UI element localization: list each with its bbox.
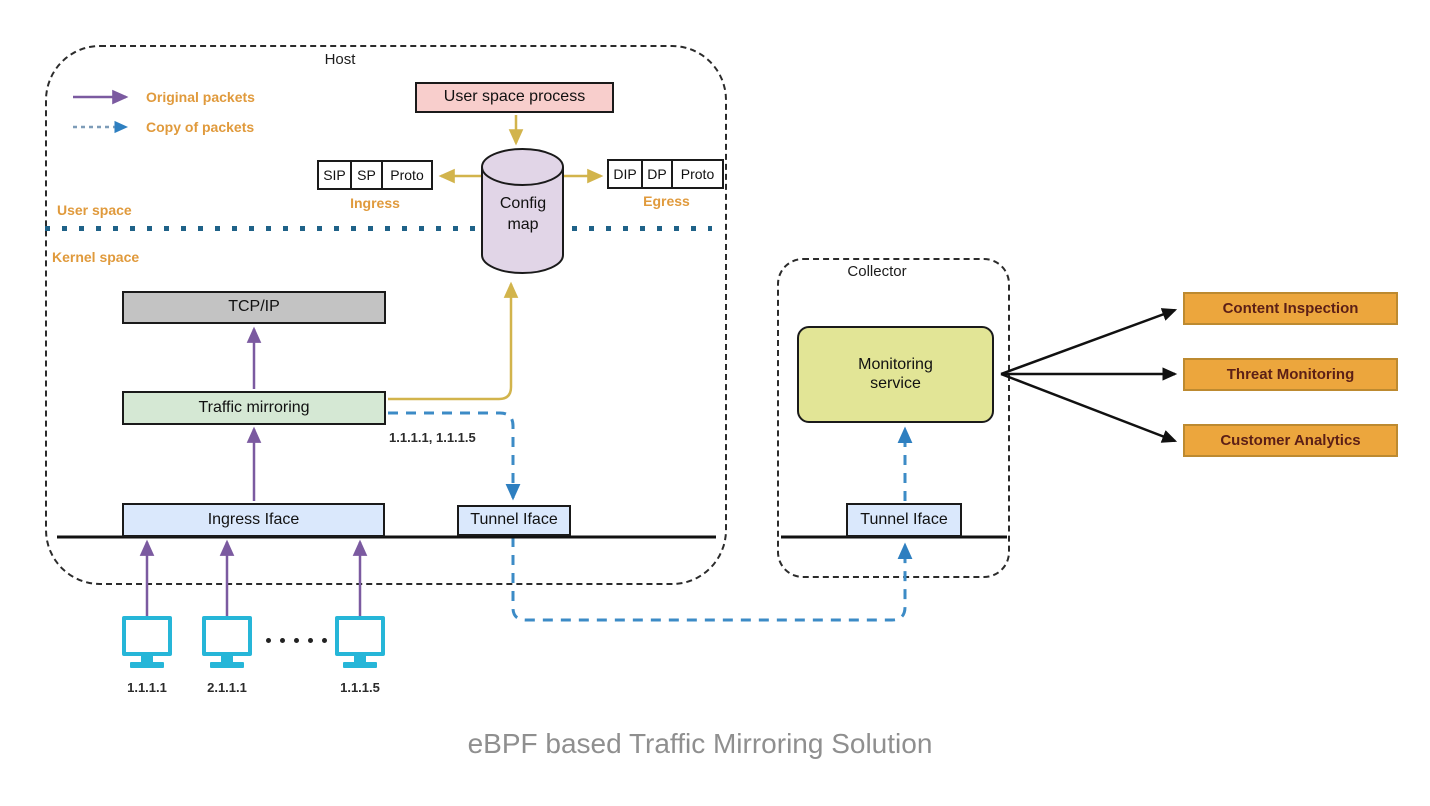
client-ip-1: 1.1.1.1 <box>127 680 167 695</box>
kernel-space-label: Kernel space <box>52 249 140 265</box>
egress-map-cell-dp: DP <box>641 159 673 189</box>
egress-map-cell-proto: Proto <box>671 159 724 189</box>
ingress-map-cell-sp: SP <box>350 160 383 190</box>
client-ip-2: 2.1.1.1 <box>207 680 247 695</box>
client-monitor-2 <box>202 616 252 668</box>
mirrored-ips-label: 1.1.1.1, 1.1.1.5 <box>389 430 476 445</box>
traffic-mirroring-box: Traffic mirroring <box>122 391 386 425</box>
legend-original-label: Original packets <box>146 89 255 105</box>
monitor-icon <box>335 616 385 656</box>
ingress-map-label: Ingress <box>350 195 400 211</box>
legend-copy-label: Copy of packets <box>146 119 255 135</box>
monitoring-service-box: Monitoring service <box>797 326 994 423</box>
host-tunnel-iface-box: Tunnel Iface <box>457 505 571 536</box>
monitor-icon <box>122 616 172 656</box>
client-monitor-3 <box>335 616 385 668</box>
collector-label: Collector <box>847 263 907 280</box>
client-monitor-1 <box>122 616 172 668</box>
arrow-monitoring-to-content-inspection <box>1000 308 1178 376</box>
config-map-label: Config map <box>499 195 547 233</box>
host-boundary <box>45 45 727 585</box>
monitor-icon <box>202 616 252 656</box>
client-ip-3: 1.1.1.5 <box>340 680 380 695</box>
egress-map-table: DIP DP Proto <box>607 159 724 189</box>
user-space-process-box: User space process <box>415 82 614 113</box>
user-kernel-separator <box>45 226 712 231</box>
consumer-threat-monitoring: Threat Monitoring <box>1183 358 1398 391</box>
ingress-iface-box: Ingress Iface <box>122 503 385 537</box>
host-label: Host <box>324 51 356 68</box>
collector-tunnel-iface-box: Tunnel Iface <box>846 503 962 537</box>
consumer-content-inspection: Content Inspection <box>1183 292 1398 325</box>
user-space-label: User space <box>57 202 132 218</box>
diagram-title: eBPF based Traffic Mirroring Solution <box>467 728 933 759</box>
ellipsis-icon <box>266 638 327 643</box>
tcp-ip-box: TCP/IP <box>122 291 386 324</box>
egress-map-cell-dip: DIP <box>607 159 643 189</box>
ingress-map-cell-sip: SIP <box>317 160 352 190</box>
consumer-customer-analytics: Customer Analytics <box>1183 424 1398 457</box>
ingress-map-table: SIP SP Proto <box>317 160 433 190</box>
egress-map-label: Egress <box>643 193 690 209</box>
arrow-monitoring-to-customer-analytics <box>1000 372 1178 443</box>
ingress-map-cell-proto: Proto <box>381 160 433 190</box>
